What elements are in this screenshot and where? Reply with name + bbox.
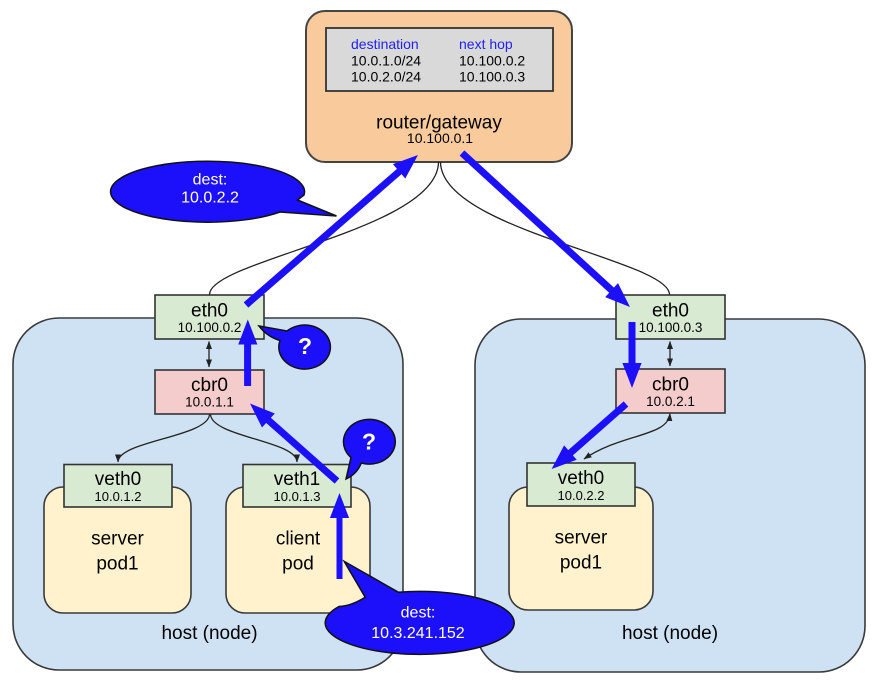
svg-text:client: client	[276, 529, 321, 550]
svg-text:cbr0: cbr0	[191, 375, 228, 396]
svg-text:10.100.0.3: 10.100.0.3	[639, 320, 703, 335]
svg-text:router/gateway: router/gateway	[376, 113, 502, 134]
svg-text:10.0.2.2: 10.0.2.2	[558, 488, 605, 503]
svg-text:next hop: next hop	[459, 36, 513, 52]
svg-text:10.100.0.3: 10.100.0.3	[459, 69, 525, 85]
svg-text:10.0.1.1: 10.0.1.1	[185, 395, 234, 410]
svg-text:10.0.2.0/24: 10.0.2.0/24	[351, 69, 421, 85]
svg-text:10.100.0.1: 10.100.0.1	[407, 130, 473, 146]
svg-text:server: server	[555, 528, 608, 549]
svg-text:10.100.0.2: 10.100.0.2	[459, 52, 525, 68]
svg-text:?: ?	[362, 429, 376, 455]
svg-text:host (node): host (node)	[622, 623, 718, 644]
svg-text:veth0: veth0	[95, 469, 141, 490]
svg-text:server: server	[91, 529, 144, 550]
svg-text:10.3.241.152: 10.3.241.152	[371, 625, 465, 642]
svg-text:10.0.1.0/24: 10.0.1.0/24	[351, 52, 421, 68]
svg-text:10.100.0.2: 10.100.0.2	[178, 320, 242, 335]
svg-text:veth0: veth0	[558, 468, 604, 489]
svg-text:veth1: veth1	[274, 469, 320, 490]
svg-text:pod1: pod1	[96, 554, 138, 575]
svg-text:10.0.1.2: 10.0.1.2	[95, 489, 142, 504]
svg-text:eth0: eth0	[652, 301, 689, 322]
svg-text:pod1: pod1	[560, 553, 602, 574]
svg-text:10.0.2.1: 10.0.2.1	[646, 394, 695, 409]
svg-text:destination: destination	[351, 36, 419, 52]
svg-text:pod: pod	[282, 554, 314, 575]
svg-text:10.0.1.3: 10.0.1.3	[274, 489, 321, 504]
svg-text:10.0.2.2: 10.0.2.2	[181, 190, 239, 207]
svg-text:host (node): host (node)	[161, 623, 257, 644]
svg-text:dest:: dest:	[193, 172, 228, 189]
svg-text:dest:: dest:	[401, 605, 436, 622]
svg-text:eth0: eth0	[191, 301, 228, 322]
svg-text:?: ?	[298, 333, 312, 359]
svg-text:cbr0: cbr0	[652, 375, 689, 396]
